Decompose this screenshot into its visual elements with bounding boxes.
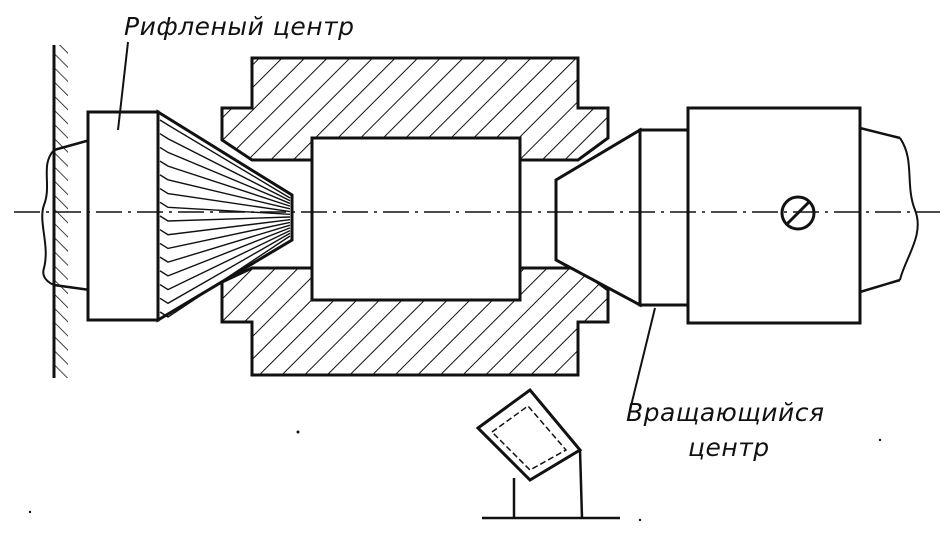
knurl-serrations: [159, 119, 291, 318]
left-spindle: [41, 138, 91, 292]
cutting-tool: [475, 387, 620, 520]
knurl-line: [159, 232, 291, 305]
knurl-line: [159, 224, 291, 263]
knurl-line: [159, 119, 291, 199]
right-spindle: [859, 126, 919, 294]
knurl-line: [159, 227, 291, 277]
knurl-line: [159, 229, 291, 291]
label-rotating-center-line2: центр: [688, 433, 770, 462]
knurl-line: [159, 215, 291, 222]
rotating-center: [554, 106, 862, 325]
workpiece-section: [220, 56, 610, 377]
knurled-center: [86, 109, 294, 323]
knurl-line: [159, 187, 291, 213]
knurl-line: [159, 235, 291, 318]
knurl-line: [159, 221, 291, 250]
label-knurled-center: Рифленый центр: [124, 12, 355, 41]
knurl-line: [159, 201, 291, 215]
knurl-line: [159, 219, 291, 236]
label-rotating-center-line1: Вращающийся: [626, 398, 825, 427]
leader-knurled: [117, 41, 129, 131]
knurl-line: [159, 174, 291, 210]
knurl-line: [159, 133, 291, 202]
knurl-line: [159, 160, 291, 207]
knurl-line: [159, 146, 291, 205]
leader-rotating: [629, 307, 656, 411]
